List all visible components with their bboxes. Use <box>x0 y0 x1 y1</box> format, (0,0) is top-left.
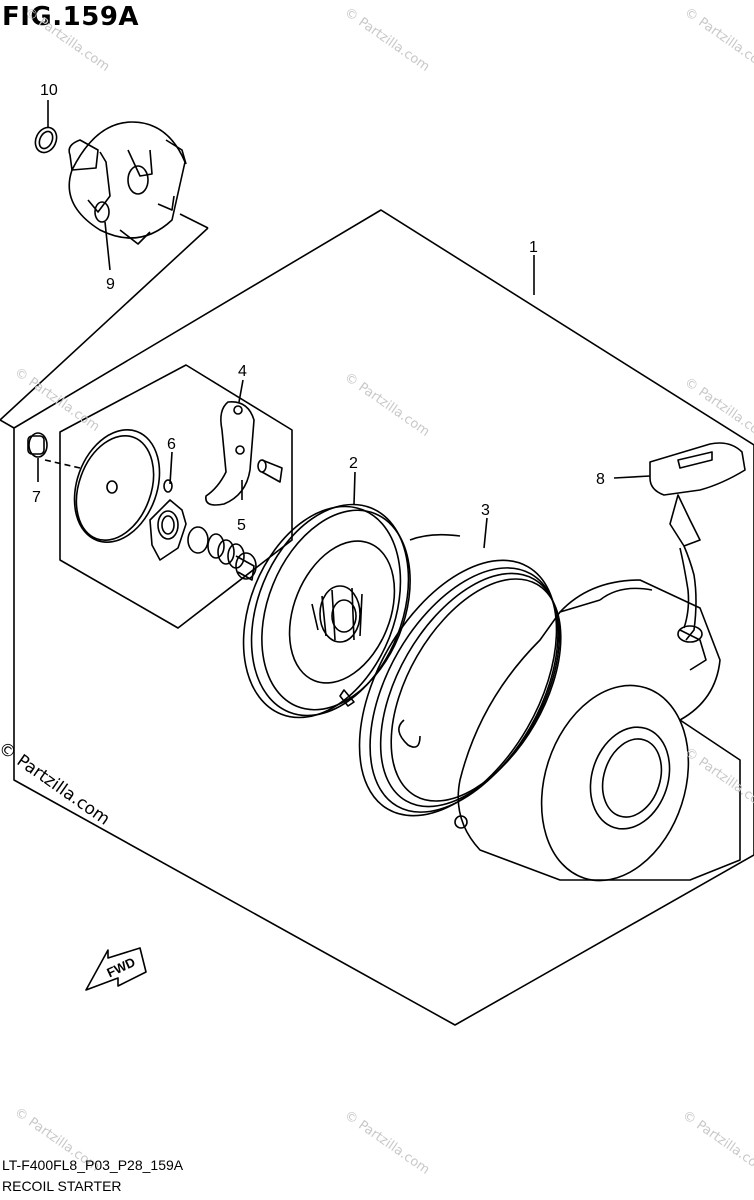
assembly-outline-1 <box>13 209 754 1026</box>
callout-10: 10 <box>40 82 58 99</box>
callout-7: 7 <box>32 489 41 506</box>
pawl-4 <box>205 401 255 506</box>
bolt-7 <box>27 432 48 458</box>
callout-9: 9 <box>106 276 115 293</box>
guide-6 <box>149 479 187 561</box>
callout-1: 1 <box>529 239 538 256</box>
figure-code: LT-F400FL8_P03_P28_159A <box>2 1157 184 1173</box>
drive-hub-9 <box>68 121 187 245</box>
callout-2: 2 <box>349 455 358 472</box>
reel-2 <box>242 503 461 719</box>
handle-8 <box>649 442 746 643</box>
callout-3: 3 <box>481 502 490 519</box>
pin-5 <box>257 459 283 483</box>
fwd-arrow <box>85 947 147 991</box>
callout-8: 8 <box>596 471 605 488</box>
oring-10 <box>34 126 58 154</box>
figure-title: FIG.159A <box>2 2 140 32</box>
callout-5: 5 <box>237 517 246 534</box>
starter-case <box>454 579 741 882</box>
callout-6: 6 <box>167 436 176 453</box>
callout-4: 4 <box>238 363 247 380</box>
subassembly-outline <box>59 364 293 629</box>
figure-name: RECOIL STARTER <box>2 1178 122 1194</box>
spring-3 <box>358 559 562 817</box>
spring <box>187 526 257 581</box>
friction-plate <box>73 429 161 543</box>
